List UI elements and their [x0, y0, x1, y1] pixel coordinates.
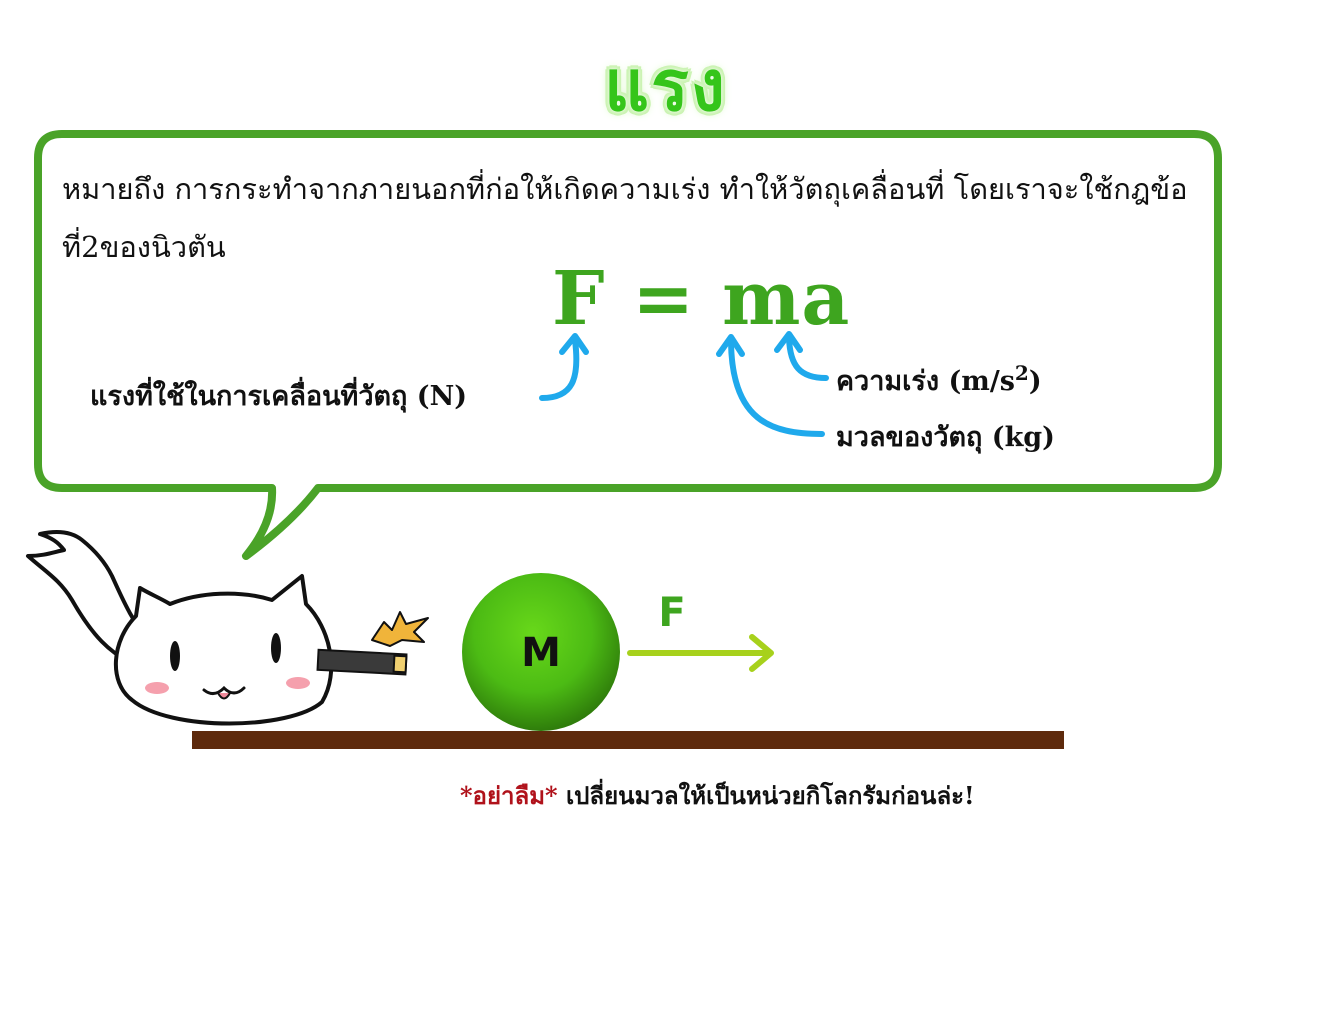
spark-icon	[371, 611, 429, 647]
mass-ball	[462, 573, 620, 731]
cat-eye-right	[271, 633, 281, 663]
definition-text: หมายถึง การกระทำจากภายนอกที่ก่อให้เกิดคว…	[62, 172, 1188, 264]
curved-arrow-icon-acceleration	[774, 331, 829, 381]
footnote: *อย่าลืม* เปลี่ยนมวลให้เป็นหน่วยกิโลกรัม…	[460, 776, 975, 815]
pointer-stick	[316, 611, 429, 676]
right-arrow-icon	[627, 634, 774, 672]
footnote-highlight: *อย่าลืม*	[460, 781, 558, 810]
cat-mouth	[202, 685, 246, 695]
force-arrow-label: F	[658, 590, 685, 636]
ground-bar	[192, 731, 1064, 749]
mass-label: มวลของวัตถุ (kg)	[836, 422, 1055, 453]
curved-arrow-icon-mass	[716, 334, 825, 437]
cat-blush-left	[145, 682, 169, 694]
acceleration-label-text: ความเร่ง (m/s	[836, 366, 1015, 397]
acceleration-label: ความเร่ง (m/s2)	[836, 359, 1042, 402]
cat-tail	[26, 530, 152, 670]
footnote-text: เปลี่ยนมวลให้เป็นหน่วยกิโลกรัมก่อนล่ะ!	[557, 781, 975, 810]
force-label: แรงที่ใช้ในการเคลื่อนที่วัตถุ (N)	[90, 381, 468, 412]
mass-ball-label: M	[521, 630, 561, 676]
cat-tongue	[217, 692, 231, 700]
acceleration-exponent: 2	[1014, 361, 1029, 385]
cat-eye-left	[170, 641, 180, 671]
white-cat-mascot	[113, 574, 334, 726]
page-title: แรง	[604, 45, 727, 127]
curved-arrow-icon-force	[539, 333, 589, 401]
formula: F = ma	[552, 256, 851, 342]
acceleration-label-close: )	[1028, 366, 1042, 397]
cat-blush-right	[286, 677, 310, 689]
